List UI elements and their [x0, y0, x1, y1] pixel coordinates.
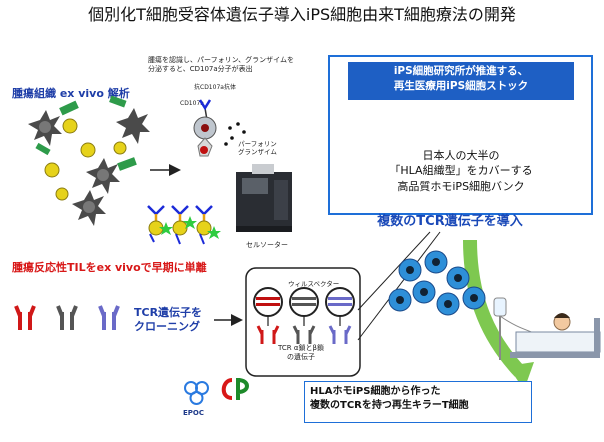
granule-dots [224, 122, 246, 146]
tcr-cloning-label: TCR遺伝子を クローニング [134, 306, 202, 334]
page-title: 個別化T細胞受容体遺伝子導入iPS細胞由来T細胞療法の開発 [88, 5, 516, 24]
tumor-cell-icon [72, 190, 106, 226]
tumor-cell-icon [116, 108, 150, 144]
anti-cd107a-label: 抗CD107a抗体 [194, 84, 236, 91]
perforin-label: パーフォリン [238, 140, 277, 148]
tcr-genes-line1: TCR α鎖とβ鎖 [278, 344, 324, 352]
ips-stock-desc-line1: 日本人の大半の [422, 149, 500, 162]
result-line2: 複数のTCRを持つ再生キラーT細胞 [310, 399, 469, 411]
cira-logo [221, 378, 249, 400]
ips-stock-header: iPS細胞研究所が推進する、 再生医療用iPS細胞ストック [348, 62, 574, 100]
ips-t-cell-icon [424, 250, 448, 274]
virus-vector-label: ウィルスベクター [288, 280, 340, 288]
labeled-t-cells-illustration [147, 205, 221, 245]
killing-annotation-line2: 分泌すると、CD107a分子が表出 [148, 65, 253, 74]
virus-vector-icon [253, 287, 283, 344]
cd107a-label: CD107a [180, 100, 204, 107]
green-arrowhead [508, 362, 534, 390]
patient-bed-illustration [493, 297, 601, 360]
cell-sorter-machine-icon [236, 164, 292, 232]
granzyme-label: グランザイム [238, 148, 277, 157]
t-cell-icon [44, 118, 127, 201]
tcr-receptor-icons [14, 305, 120, 330]
tcr-genes-line2: の遺伝子 [287, 353, 315, 362]
virus-vector-panel [245, 267, 361, 377]
tumor-tissue-illustration [28, 95, 150, 226]
ips-t-cell-icon [446, 266, 470, 290]
tumor-sample-label: 腫瘍組織 ex vivo 解析 [12, 87, 130, 100]
tcr-receptor-icon [56, 305, 78, 330]
epoc-logo [184, 381, 209, 405]
result-box [304, 381, 532, 423]
ips-stock-description: 日本人の大半の 「HLA組織型」をカバーする 高品質ホモiPS細胞バンク [332, 148, 590, 194]
tcr-cloning-line2: クローニング [134, 319, 200, 333]
ips-stock-header-line1: iPS細胞研究所が推進する、 [393, 65, 529, 77]
anti-cd107a-antibody-icon [198, 99, 212, 111]
tumor-cell-icon [28, 110, 62, 146]
tcr-genes-label: TCR α鎖とβ鎖 の遺伝子 [268, 344, 334, 362]
result-label: HLAホモiPS細胞から作った 複数のTCRを持つ再生キラーT細胞 [310, 385, 530, 412]
perforin-granzyme-label: パーフォリン グランザイム [238, 140, 277, 157]
ips-t-cell-icon [412, 280, 436, 304]
epoc-logo-label: EPOC [183, 409, 204, 417]
stromal-cell-icon [35, 95, 137, 171]
killing-annotation-line1: 腫瘍を認識し、パーフォリン、グランザイムを [148, 56, 295, 64]
green-flow-arrow [463, 239, 526, 377]
activated-t-cell-illustration [193, 99, 246, 157]
ips-t-cell-cluster [388, 250, 486, 316]
killing-annotation: 腫瘍を認識し、パーフォリン、グランザイムを 分泌すると、CD107a分子が表出 [148, 56, 348, 74]
result-line1: HLAホモiPS細胞から作った [310, 386, 441, 397]
virus-vector-icon [289, 287, 319, 344]
tcr-receptor-icon [14, 305, 36, 330]
ips-t-cell-icon [398, 258, 422, 282]
tcr-cloning-line1: TCR遺伝子を [134, 306, 203, 319]
virus-vector-icon [325, 287, 355, 344]
cell-sorter-label: セルソーター [246, 241, 288, 249]
ips-t-cell-icon [388, 288, 412, 312]
ips-stock-desc-line3: 高品質ホモiPS細胞バンク [397, 179, 525, 193]
tcr-receptor-icon [98, 305, 120, 330]
ips-stock-header-line2: 再生医療用iPS細胞ストック [393, 79, 529, 92]
ips-t-cell-icon [462, 286, 486, 310]
ips-stock-desc-line2: 「HLA組織型」をカバーする [389, 164, 533, 178]
early-isolation-label: 腫瘍反応性TILをex vivoで早期に単離 [12, 261, 207, 274]
callout-lines [357, 231, 441, 341]
ips-t-cell-icon [436, 292, 460, 316]
multi-tcr-label: 複数のTCR遺伝子を導入 [377, 214, 523, 229]
tumor-cell-icon [86, 158, 120, 194]
